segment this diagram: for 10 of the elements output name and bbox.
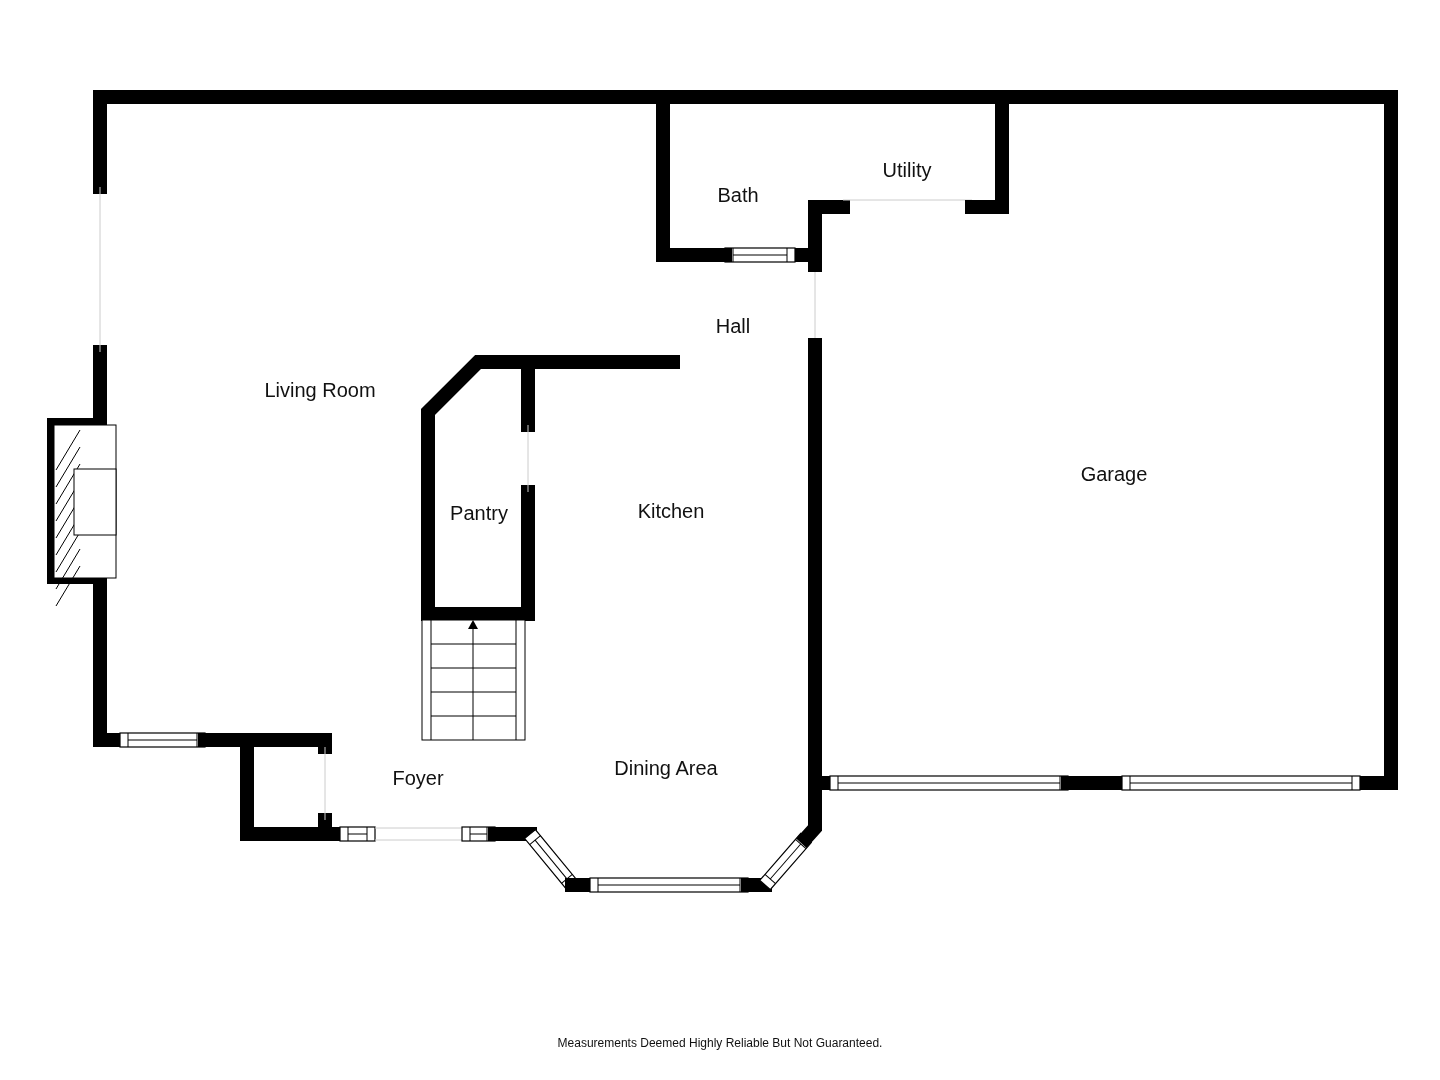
- room-label: Kitchen: [637, 499, 705, 523]
- room-label: Utility: [882, 158, 932, 182]
- room-label: Foyer: [392, 766, 444, 790]
- room-label: Bath: [717, 183, 759, 207]
- room-label: Living Room: [264, 378, 376, 402]
- room-label: Dining Area: [614, 756, 718, 780]
- room-label: Garage: [1080, 462, 1148, 486]
- room-label: Pantry: [450, 501, 508, 525]
- room-label: Hall: [715, 314, 751, 338]
- disclaimer-note: Measurements Deemed Highly Reliable But Not Guaranteed.: [557, 1036, 883, 1050]
